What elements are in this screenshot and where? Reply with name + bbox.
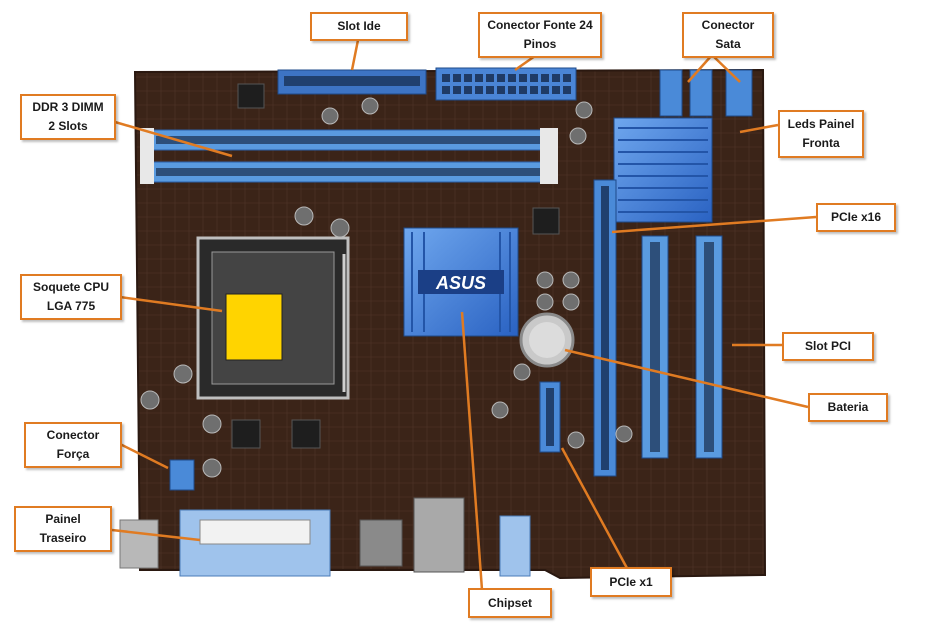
- label-conector-forca: Conector Força: [24, 422, 122, 468]
- label-pcie-x16: PCIe x16: [816, 203, 896, 232]
- pci-slots: [641, 235, 723, 459]
- pcie-x1-slot: [539, 381, 561, 453]
- atx-24pin-connector: [435, 67, 577, 101]
- label-painel-traseiro: Painel Traseiro: [14, 506, 112, 552]
- label-conector-fonte: Conector Fonte 24 Pinos: [478, 12, 602, 58]
- label-chipset: Chipset: [468, 588, 552, 618]
- label-pcie-x1: PCIe x1: [590, 567, 672, 597]
- rear-io-panel: [119, 497, 531, 577]
- northbridge-heatsink: [613, 117, 713, 223]
- label-slot-ide: Slot Ide: [310, 12, 408, 41]
- asus-logo: ASUS: [435, 273, 486, 293]
- atx-4pin-connector: [169, 459, 195, 491]
- label-bateria: Bateria: [808, 393, 888, 422]
- label-conector-sata: Conector Sata: [682, 12, 774, 58]
- label-soquete-cpu: Soquete CPU LGA 775: [20, 274, 122, 320]
- label-slot-pci: Slot PCI: [782, 332, 874, 361]
- label-ddr3-dimm: DDR 3 DIMM 2 Slots: [20, 94, 116, 140]
- label-leds-painel: Leds Painel Fronta: [778, 110, 864, 158]
- sata-connectors: [659, 69, 753, 117]
- cpu-socket: [196, 236, 350, 400]
- chipset-heatsink: ASUS: [403, 227, 519, 337]
- pcie-x16-slot: [593, 179, 617, 477]
- ram-slots: [140, 128, 558, 184]
